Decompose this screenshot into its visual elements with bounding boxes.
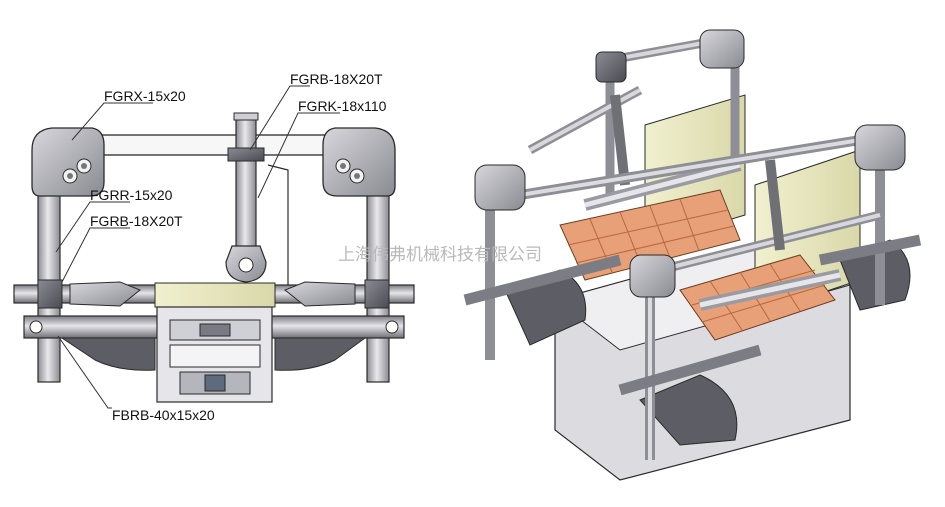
- front-left-corner-connector: [474, 164, 526, 211]
- right-wing-bracket: [274, 337, 367, 371]
- leader-fbrb: [57, 335, 112, 409]
- right-side-gripper: [284, 281, 356, 307]
- front-view-drawing: [13, 112, 415, 403]
- back-corner-connector: [699, 29, 745, 69]
- left-corner-connector: [31, 127, 105, 197]
- back-tile-tray: [559, 189, 741, 281]
- front-right-corner-connector: [854, 124, 906, 171]
- label-fgrb-top: FGRB-18X20T: [290, 71, 383, 87]
- leader-fgrk: [257, 112, 340, 199]
- left-wing-bracket: [60, 337, 156, 371]
- label-fgrr: FGRR-15x20: [90, 187, 173, 203]
- bent-wire: [267, 164, 289, 290]
- label-fgrk: FGRK-18x110: [298, 98, 387, 114]
- leader-fgrx: [71, 102, 153, 141]
- center-vertical-rod: [235, 114, 257, 248]
- label-fgrb-side: FGRB-18X20T: [90, 213, 183, 229]
- iso-wing-front: [639, 374, 738, 446]
- leader-fgrb-top: [249, 85, 310, 151]
- watermark-text: 上海伟弗机械科技有限公司: [338, 245, 542, 265]
- leader-fgrb-side: [61, 227, 130, 283]
- isometric-view-drawing: [463, 29, 922, 481]
- top-rod-clamp: [227, 147, 265, 162]
- label-fgrx: FGRX-15x20: [104, 88, 186, 104]
- right-rod-clamp: [364, 279, 390, 309]
- left-side-gripper: [69, 281, 141, 307]
- right-corner-connector: [322, 127, 396, 197]
- beige-pad: [154, 282, 276, 308]
- leader-fgrr: [55, 201, 130, 253]
- left-rod-clamp: [37, 279, 63, 309]
- front-mid-corner-connector: [629, 254, 676, 298]
- callout-leaders: [55, 85, 340, 409]
- top-crossbar: [89, 134, 356, 156]
- label-fbrb: FBRB-40x15x20: [112, 407, 215, 423]
